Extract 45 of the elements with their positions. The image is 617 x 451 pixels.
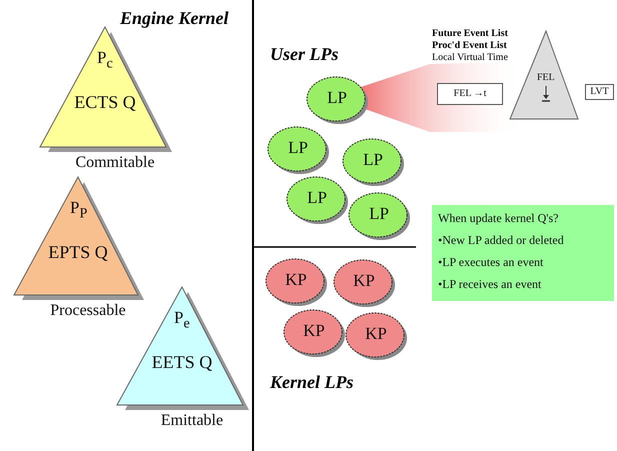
process-circle — [333, 259, 395, 307]
circle-label: LP — [362, 150, 384, 170]
node-label: Commitable — [74, 154, 156, 172]
note-text: When update kernel Q's? — [438, 211, 558, 226]
circle-label: KP — [352, 271, 376, 291]
list-box — [437, 83, 503, 105]
section-heading: Kernel LPs — [270, 372, 354, 393]
note-text: •LP executes an event — [438, 255, 544, 270]
triangle-label: P$_{e}$ — [174, 308, 190, 332]
triangle-label: FEL — [537, 72, 555, 83]
triangle-label: EPTS Q — [47, 242, 109, 263]
box-label: LVT — [589, 86, 610, 97]
note-text: •New LP added or deleted — [438, 233, 564, 248]
node-label: Emittable — [160, 412, 224, 430]
section-heading: User LPs — [270, 44, 338, 65]
note-text: •LP receives an event — [438, 277, 542, 292]
triangle — [12, 176, 144, 300]
node-label: Processable — [49, 302, 127, 320]
process-circle — [345, 312, 407, 360]
circle-label: LP — [287, 138, 309, 158]
note-box — [432, 205, 614, 301]
triangle-label: EETS Q — [150, 352, 214, 373]
legend-text: Future Event List — [432, 28, 508, 39]
triangle-label: P$_{c}$ — [97, 48, 113, 72]
process-circle — [286, 176, 348, 224]
legend-text: Proc'd Event List — [432, 40, 507, 51]
circle-label: LP — [326, 88, 348, 108]
circle-label: KP — [302, 321, 326, 341]
process-circle — [348, 192, 410, 240]
process-circle — [283, 309, 345, 357]
triangle-label: P$_{P}$ — [70, 198, 88, 222]
circle-label: KP — [284, 270, 308, 290]
section-heading: Engine Kernel — [120, 8, 229, 29]
circle-label: LP — [306, 188, 328, 208]
legend-text: Local Virtual Time — [432, 52, 508, 63]
process-circle — [306, 76, 368, 124]
box-label: FEL →t — [452, 88, 488, 99]
list-box — [585, 84, 614, 100]
process-circle — [342, 138, 404, 186]
triangle-label: ECTS Q — [73, 92, 137, 113]
triangle — [38, 26, 172, 152]
process-circle — [265, 258, 327, 306]
circle-label: KP — [364, 324, 388, 344]
circle-label: LP — [368, 204, 390, 224]
process-circle — [267, 126, 329, 174]
